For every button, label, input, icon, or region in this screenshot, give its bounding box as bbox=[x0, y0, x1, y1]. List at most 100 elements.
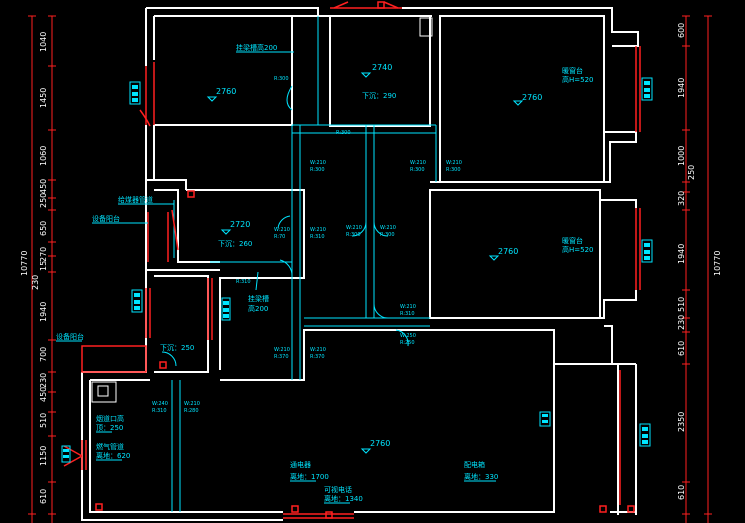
room-sub-small: 下沉：250 bbox=[160, 344, 194, 352]
right-dim-label: 600 bbox=[677, 23, 686, 38]
opening-label: R:310 bbox=[400, 311, 415, 317]
level-markers bbox=[206, 72, 524, 454]
opening-label: W:210 bbox=[380, 225, 396, 231]
opening-label: R:70 bbox=[274, 234, 285, 240]
right-dim-label: 230 bbox=[677, 315, 686, 330]
left-dim-label: 1060 bbox=[39, 146, 48, 166]
opening-label: R:370 bbox=[310, 354, 325, 360]
ac-units bbox=[61, 77, 653, 463]
room-labels: 2760 挂梁槽高200 2740 下沉：290 2760 暖窗台 高H=520… bbox=[56, 43, 594, 503]
left-dim-label: 230 bbox=[31, 275, 40, 290]
room-level-master: 2760 bbox=[216, 87, 236, 96]
beam-label: 挂梁槽 bbox=[248, 294, 269, 303]
pipe-label: 给煤器管道 bbox=[118, 195, 153, 204]
device-label: 可视电话 bbox=[324, 485, 352, 494]
leader-lines bbox=[56, 51, 496, 504]
gas-label: 离地：620 bbox=[96, 451, 130, 460]
room-level-mr: 2760 bbox=[498, 247, 518, 256]
room-note: 高H=520 bbox=[562, 245, 594, 254]
opening-label: R:250 bbox=[400, 340, 415, 346]
left-dim-label: 15 bbox=[39, 261, 48, 271]
opening-labels: R:300 R:300 W:210 R:300 W:210 R:300 W:21… bbox=[152, 76, 462, 414]
left-dim-label: 650 bbox=[39, 221, 48, 236]
total-dim-left: 10770 bbox=[20, 251, 29, 276]
left-dim-label: 230 bbox=[39, 373, 48, 388]
room-sub-mid: 下沉：260 bbox=[218, 240, 252, 248]
left-dim-label: 510 bbox=[39, 413, 48, 428]
opening-label: W:240 bbox=[152, 401, 168, 407]
right-dim-label: 1000 bbox=[677, 146, 686, 166]
opening-label: R:300 bbox=[346, 232, 361, 238]
equip-balcony-label: 设备阳台 bbox=[92, 214, 120, 223]
right-dim-label: 320 bbox=[677, 191, 686, 206]
opening-label: R:300 bbox=[310, 167, 325, 173]
opening-label: W:210 bbox=[400, 304, 416, 310]
left-dim-label: 250 bbox=[39, 193, 48, 208]
room-sub-bath: 下沉：290 bbox=[362, 92, 396, 100]
room-note: 高H=520 bbox=[562, 75, 594, 84]
right-dim-label: 250 bbox=[687, 165, 696, 180]
room-note: 暖窗台 bbox=[562, 66, 583, 75]
bottom-marks bbox=[95, 1, 635, 519]
device-label: 离地：1340 bbox=[324, 494, 363, 503]
outer-walls bbox=[81, 7, 639, 521]
device-label: 离地：1700 bbox=[290, 472, 329, 481]
opening-label: R:310 bbox=[236, 279, 251, 285]
left-dim-label: 1150 bbox=[39, 446, 48, 466]
total-dim-right: 10770 bbox=[713, 251, 722, 276]
opening-label: W:210 bbox=[310, 347, 326, 353]
right-dim-label: 1940 bbox=[677, 244, 686, 264]
opening-label: W:210 bbox=[274, 227, 290, 233]
smoke-label: 顶：250 bbox=[96, 424, 123, 432]
left-dim-label: 1450 bbox=[39, 88, 48, 108]
opening-label: R:300 bbox=[446, 167, 461, 173]
gas-label: 燃气管道 bbox=[96, 442, 124, 451]
right-dim-label: 2350 bbox=[677, 412, 686, 432]
left-dim-label: 1940 bbox=[39, 302, 48, 322]
room-note: 暖窗台 bbox=[562, 236, 583, 245]
opening-label: R:300 bbox=[380, 232, 395, 238]
left-dim-label: 1040 bbox=[39, 32, 48, 52]
opening-label: W:210 bbox=[446, 160, 462, 166]
room-level-bath: 2740 bbox=[372, 63, 392, 72]
room-level-living: 2760 bbox=[370, 439, 390, 448]
device-label: 通电器 bbox=[290, 460, 311, 469]
right-dim-label: 1940 bbox=[677, 78, 686, 98]
device-label: 离地：330 bbox=[464, 472, 498, 481]
beam-label: 高200 bbox=[248, 304, 268, 313]
opening-label: W:210 bbox=[310, 227, 326, 233]
left-dim-label: 700 bbox=[39, 347, 48, 362]
left-dim-label: 270 bbox=[39, 247, 48, 262]
right-dim-label: 510 bbox=[677, 297, 686, 312]
opening-label: W:210 bbox=[410, 160, 426, 166]
smoke-label: 烟道口高 bbox=[96, 414, 124, 423]
room-level-tr: 2760 bbox=[522, 93, 542, 102]
left-dim-label: 450 bbox=[39, 387, 48, 402]
opening-label: R:280 bbox=[184, 408, 199, 414]
equip-balcony-label: 设备阳台 bbox=[56, 332, 84, 341]
right-dim-label: 610 bbox=[677, 485, 686, 500]
opening-label: R:370 bbox=[274, 354, 289, 360]
opening-label: R:300 bbox=[274, 76, 289, 82]
doors bbox=[161, 85, 409, 367]
opening-label: R:300 bbox=[410, 167, 425, 173]
opening-label: W:210 bbox=[310, 160, 326, 166]
opening-label: W:210 bbox=[274, 347, 290, 353]
right-dimension-chain: 600 1940 1000 250 320 1940 510 230 610 2… bbox=[677, 15, 722, 523]
left-dim-label: 610 bbox=[39, 489, 48, 504]
ceiling-lines bbox=[171, 16, 437, 512]
right-dim-label: 610 bbox=[677, 341, 686, 356]
windows bbox=[63, 1, 641, 519]
left-dimension-chain: 1040 1450 1060 450 250 650 270 15 230 19… bbox=[20, 15, 56, 523]
opening-label: R:310 bbox=[310, 234, 325, 240]
opening-label: W:250 bbox=[400, 333, 416, 339]
beam-label: 挂梁槽高200 bbox=[236, 43, 277, 52]
room-level-mid: 2720 bbox=[230, 220, 250, 229]
device-label: 配电箱 bbox=[464, 460, 485, 469]
opening-label: W:210 bbox=[184, 401, 200, 407]
left-dim-label: 450 bbox=[39, 179, 48, 194]
opening-label: R:300 bbox=[336, 130, 351, 136]
opening-label: R:310 bbox=[152, 408, 167, 414]
opening-label: W:210 bbox=[346, 225, 362, 231]
